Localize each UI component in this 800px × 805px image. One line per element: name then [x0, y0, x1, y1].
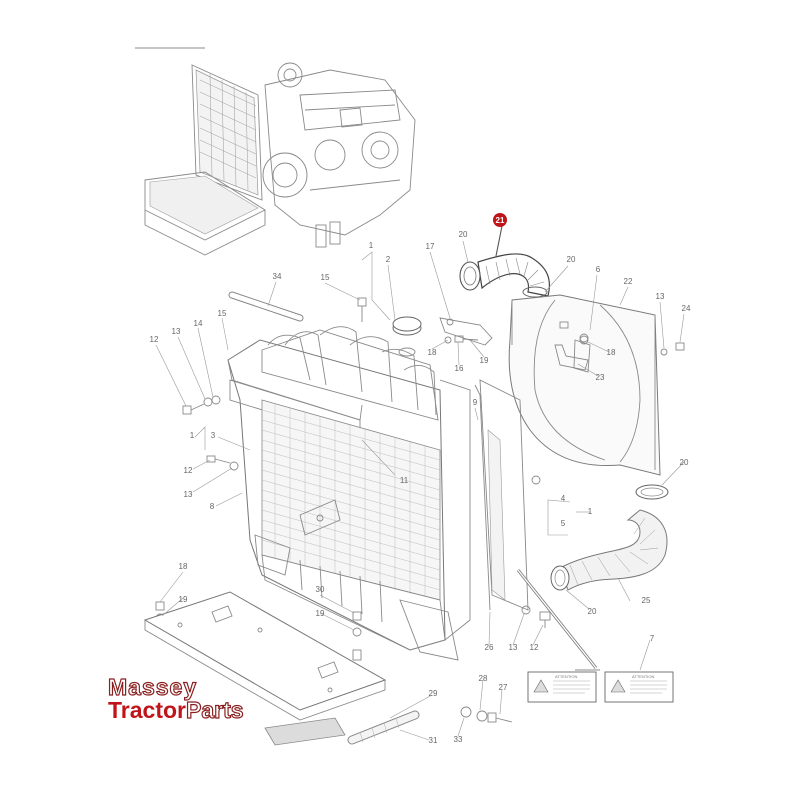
callout-18[interactable]: 18 [179, 562, 188, 571]
engine-inset [135, 47, 416, 256]
radiator-assembly-part-1[interactable] [227, 316, 529, 661]
callout-21[interactable]: 21 [496, 216, 505, 225]
massey-tractor-parts-logo: Massey TractorParts [107, 674, 244, 723]
callout-7[interactable]: 7 [650, 634, 655, 643]
callout-13[interactable]: 13 [509, 643, 518, 652]
logo-word-tractor: Tractor [108, 697, 186, 723]
callout-12[interactable]: 12 [184, 466, 193, 475]
callout-12[interactable]: 12 [530, 643, 539, 652]
callout-29[interactable]: 29 [429, 689, 438, 698]
callout-18[interactable]: 18 [607, 348, 616, 357]
highlight-marker [493, 213, 507, 227]
callout-16[interactable]: 16 [455, 364, 464, 373]
callout-1[interactable]: 1 [190, 431, 195, 440]
lower-hose-part-25[interactable] [550, 484, 669, 591]
logo-line-massey: Massey [107, 674, 198, 700]
callout-28[interactable]: 28 [479, 674, 488, 683]
foam-strips [264, 710, 420, 746]
callout-19[interactable]: 19 [179, 595, 188, 604]
callout-3[interactable]: 3 [211, 431, 216, 440]
callout-20[interactable]: 20 [567, 255, 576, 264]
callout-20[interactable]: 20 [459, 230, 468, 239]
callout-13[interactable]: 13 [172, 327, 181, 336]
callout-13[interactable]: 13 [184, 490, 193, 499]
callout-25[interactable]: 25 [642, 596, 651, 605]
underpan-plate[interactable] [143, 591, 387, 721]
callout-17[interactable]: 17 [426, 242, 435, 251]
callout-13[interactable]: 13 [656, 292, 665, 301]
callout-1[interactable]: 1 [369, 241, 374, 250]
callout-4[interactable]: 4 [561, 494, 566, 503]
logo-word-parts: Parts [185, 697, 244, 723]
callout-8[interactable]: 8 [210, 502, 215, 511]
callout-19[interactable]: 19 [316, 609, 325, 618]
callout-6[interactable]: 6 [596, 265, 601, 274]
warning-title-2: ATTENTION [632, 674, 654, 679]
fan-shroud-part-22[interactable] [508, 294, 661, 476]
fasteners [155, 286, 685, 723]
upper-hose-part-21[interactable] [459, 225, 553, 314]
callout-26[interactable]: 26 [485, 643, 494, 652]
leader-lines [155, 240, 685, 741]
callout-22[interactable]: 22 [624, 277, 633, 286]
callout-20[interactable]: 20 [680, 458, 689, 467]
callout-23[interactable]: 23 [596, 373, 605, 382]
callout-33[interactable]: 33 [454, 735, 463, 744]
callout-2[interactable]: 2 [386, 255, 391, 264]
callout-19[interactable]: 19 [480, 356, 489, 365]
callout-20[interactable]: 20 [588, 607, 597, 616]
callout-27[interactable]: 27 [499, 683, 508, 692]
callout-1[interactable]: 1 [588, 507, 593, 516]
callout-15[interactable]: 15 [321, 273, 330, 282]
callout-30[interactable]: 30 [316, 585, 325, 594]
callout-12[interactable]: 12 [150, 335, 159, 344]
callout-18[interactable]: 18 [428, 348, 437, 357]
callout-34[interactable]: 34 [273, 272, 282, 281]
callout-31[interactable]: 31 [429, 736, 438, 745]
warning-decals-part-7[interactable]: ATTENTION ATTENTION [516, 569, 674, 703]
callout-9[interactable]: 9 [473, 398, 478, 407]
callout-24[interactable]: 24 [682, 304, 691, 313]
callout-labels: 21 20 20 20 20 1 2 17 6 22 13 24 34 15 1… [150, 213, 691, 745]
callout-11[interactable]: 11 [400, 476, 409, 485]
callout-15[interactable]: 15 [218, 309, 227, 318]
callout-14[interactable]: 14 [194, 319, 203, 328]
warning-title-1: ATTENTION [555, 674, 577, 679]
callout-5[interactable]: 5 [561, 519, 566, 528]
